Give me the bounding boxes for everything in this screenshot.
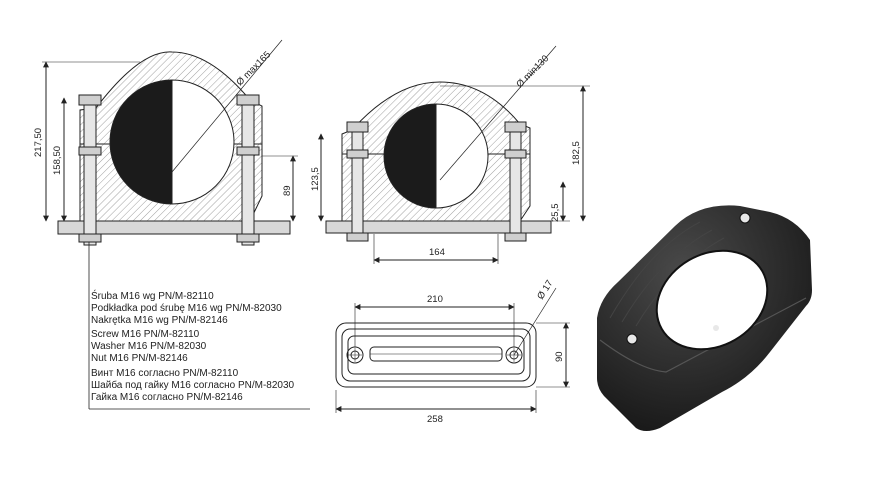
dim-mid-base: 25,5 [550, 204, 561, 223]
parts-ru-screw: Винт M16 согласно PN/M-82110 [91, 367, 239, 379]
dim-mid-diameter: Ø min130 [514, 53, 551, 90]
parts-pl-screw: Śruba M16 wg PN/M-82110 [91, 291, 214, 302]
product-hole-front [626, 333, 638, 345]
bolt-left-a [83, 94, 97, 246]
dim-mid-height-total: 182,5 [571, 141, 582, 165]
parts-list-russian: Винт M16 согласно PN/M-82110 Шайба под г… [91, 368, 321, 404]
parts-ru-washer: Шайба под гайку M16 согласно PN/M-82030 [91, 379, 295, 391]
product-render [597, 205, 812, 431]
front-view-min [318, 45, 590, 264]
dim-left-height-bolt: 158,50 [52, 146, 63, 175]
dim-left-height-total: 217,50 [33, 128, 44, 157]
bolt-left-b [241, 94, 255, 246]
parts-en-nut: Nut M16 PN/M-82146 [91, 353, 188, 365]
parts-list-polish: Śruba M16 wg PN/M-82110 Podkładka pod śr… [91, 291, 321, 327]
dim-top-hole: Ø 17 [535, 278, 555, 301]
top-view-outline [335, 322, 537, 388]
parts-en-washer: Washer M16 PN/M-82030 [91, 341, 207, 353]
dim-top-length: 258 [427, 414, 443, 425]
bolt-mid-b [509, 121, 522, 241]
parts-pl-nut: Nakrętka M16 wg PN/M-82146 [91, 315, 228, 327]
parts-en-screw: Screw M16 PN/M-82110 [91, 329, 200, 341]
dim-left-height-side: 89 [282, 185, 293, 196]
pipe-light-half-mid [435, 103, 489, 209]
product-hole-back [739, 212, 751, 224]
pipe-dark-half-mid [383, 103, 437, 209]
pipe-dark-half-left [109, 79, 173, 205]
parts-list-english: Screw M16 PN/M-82110 Washer M16 PN/M-820… [91, 329, 321, 365]
dim-mid-width: 164 [429, 247, 445, 258]
pipe-light-half-left [171, 79, 235, 205]
product-bore [655, 249, 769, 351]
parts-list: Śruba M16 wg PN/M-82110 Podkładka pod śr… [91, 291, 321, 406]
top-view [335, 287, 570, 413]
parts-ru-nut: Гайка M16 согласно PN/M-82146 [91, 391, 243, 403]
dim-top-spacing: 210 [427, 294, 443, 305]
dim-left-diameter: Ø max165 [234, 49, 273, 88]
dim-top-depth: 90 [554, 351, 565, 362]
bolt-left-a-nut [78, 94, 102, 106]
bolt-mid-a [351, 121, 364, 241]
dim-mid-height-left: 123,5 [310, 167, 321, 191]
parts-pl-washer: Podkładka pod śrubę M16 wg PN/M-82030 [91, 303, 282, 315]
front-view-max [42, 39, 310, 410]
